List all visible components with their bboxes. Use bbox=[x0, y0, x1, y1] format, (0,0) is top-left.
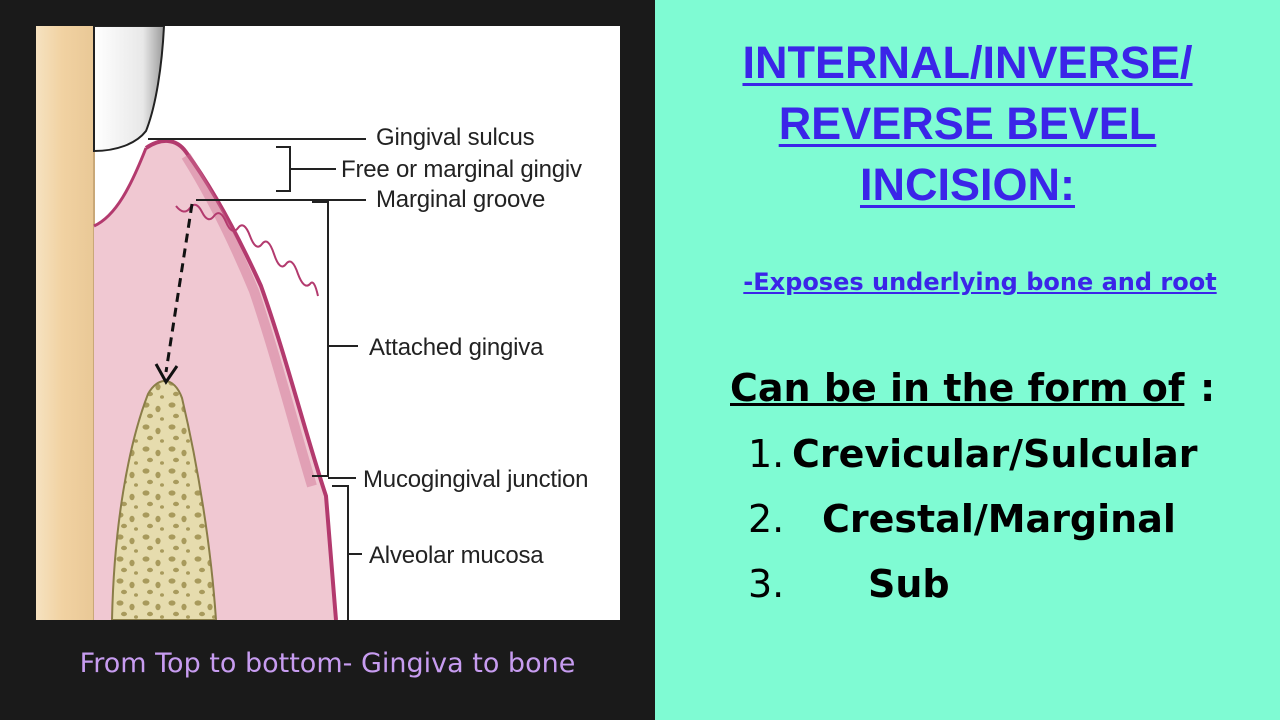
incision-arrow bbox=[164, 203, 194, 373]
list-item-3-number: 3. bbox=[748, 562, 785, 606]
rete-ridges bbox=[175, 203, 319, 297]
right-panel: INTERNAL/INVERSE/ REVERSE BEVEL INCISION… bbox=[655, 0, 1280, 720]
list-item-2-number: 2. bbox=[748, 497, 785, 541]
form-heading-colon: : bbox=[1200, 366, 1216, 410]
label-leaders bbox=[148, 138, 366, 620]
enamel-crown bbox=[93, 26, 166, 153]
slide-title: INTERNAL/INVERSE/ REVERSE BEVEL INCISION… bbox=[655, 32, 1280, 215]
title-line-3: INCISION: bbox=[859, 159, 1075, 210]
gingiva-diagram: Gingival sulcus Free or marginal gingiv … bbox=[36, 26, 620, 620]
label-gingival-sulcus: Gingival sulcus bbox=[376, 124, 535, 151]
tooth-root bbox=[36, 26, 94, 620]
label-mucogingival-junction: Mucogingival junction bbox=[363, 466, 589, 493]
figure-caption: From Top to bottom- Gingiva to bone bbox=[79, 648, 576, 679]
label-attached-gingiva: Attached gingiva bbox=[369, 334, 544, 361]
title-line-2: REVERSE BEVEL bbox=[778, 98, 1157, 149]
list-item-3-text: Sub bbox=[868, 562, 950, 606]
label-free-marginal-gingiva: Free or marginal gingiv bbox=[341, 156, 582, 183]
alveolar-bone bbox=[110, 380, 218, 620]
label-marginal-groove: Marginal groove bbox=[376, 186, 546, 213]
slide-subtitle: -Exposes underlying bone and root bbox=[743, 268, 1217, 296]
left-panel: Gingival sulcus Free or marginal gingiv … bbox=[36, 26, 620, 679]
label-alveolar-mucosa: Alveolar mucosa bbox=[369, 542, 544, 569]
gingiva-epithelium bbox=[144, 139, 338, 620]
list-item-1-number: 1. bbox=[748, 432, 785, 476]
form-heading: Can be in the form of bbox=[730, 366, 1185, 410]
list-item-2-text: Crestal/Marginal bbox=[822, 497, 1176, 541]
title-line-1: INTERNAL/INVERSE/ bbox=[742, 37, 1193, 88]
gingiva-illustration bbox=[36, 26, 366, 620]
list-item-1-text: Crevicular/Sulcular bbox=[792, 432, 1198, 476]
